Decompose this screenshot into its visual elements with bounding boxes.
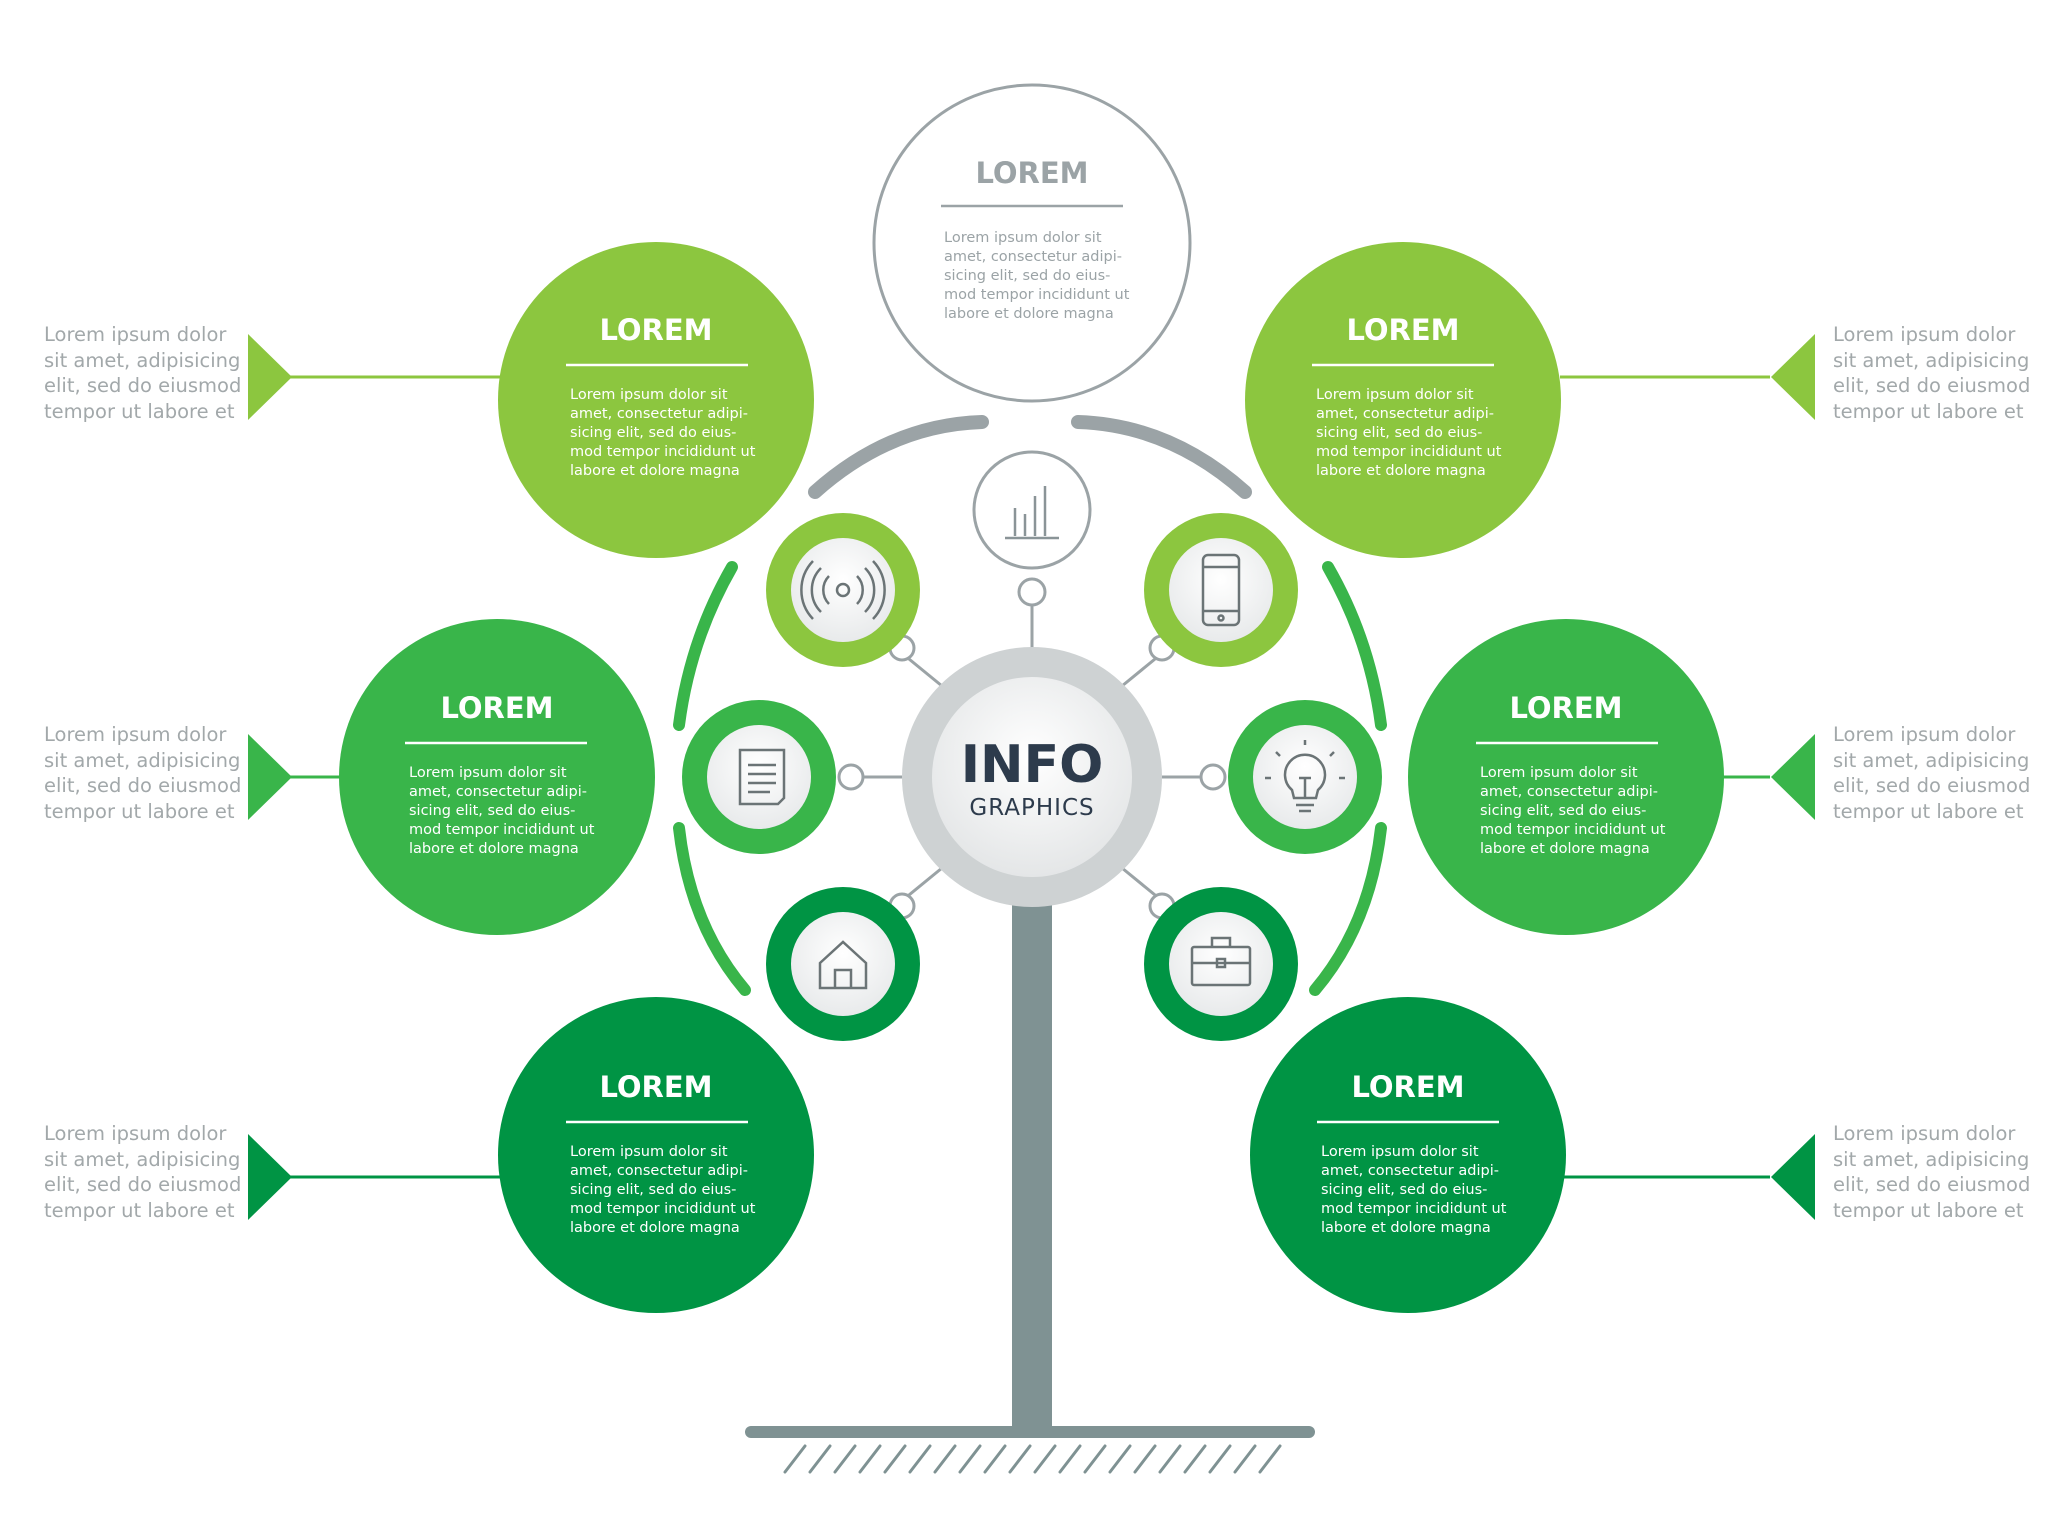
top-bubble-line: mod tempor incididunt ut <box>944 287 1130 303</box>
arc-left-upper <box>673 561 738 731</box>
bubble-top-left: LOREM Lorem ipsum dolor sit amet, consec… <box>498 242 814 558</box>
signal-icon <box>800 560 886 620</box>
arrow-right-1 <box>1771 334 1815 420</box>
side-text-left-middle: Lorem ipsum dolor sit amet, adipisicing … <box>44 723 242 823</box>
lightbulb-icon <box>1265 740 1345 813</box>
side-text-right-middle: Lorem ipsum dolor sit amet, adipisicing … <box>1833 723 2031 823</box>
bubble-bottom-left: LOREM Lorem ipsum dolor sit amet, consec… <box>498 997 814 1313</box>
bubble-line: mod tempor incididunt ut <box>570 444 756 460</box>
bubble-line: Lorem ipsum dolor sit <box>1480 765 1638 781</box>
central-hub: INFO GRAPHICS <box>902 647 1162 907</box>
bubble-line: amet, consectetur adipi- <box>1321 1163 1499 1179</box>
bubble-bottom-right: LOREM Lorem ipsum dolor sit amet, consec… <box>1250 997 1566 1313</box>
ground-line <box>745 1426 1315 1438</box>
bubble-line: mod tempor incididunt ut <box>1321 1201 1507 1217</box>
hub-title: INFO <box>961 735 1104 795</box>
tree-trunk <box>1012 880 1052 1435</box>
arrow-right-2 <box>1771 734 1815 820</box>
top-bubble-title: LOREM <box>975 156 1088 190</box>
bubble-line: sicing elit, sed do eius- <box>1316 425 1482 441</box>
node-smartphone <box>1144 513 1298 667</box>
bubble-mid-left: LOREM Lorem ipsum dolor sit amet, consec… <box>339 619 655 935</box>
bubble-line: Lorem ipsum dolor sit <box>570 1144 728 1160</box>
bubble-line: Lorem ipsum dolor sit <box>1321 1144 1479 1160</box>
bubble-line: Lorem ipsum dolor sit <box>409 765 567 781</box>
arrow-left-1 <box>248 334 292 420</box>
bubble-body: Lorem ipsum dolor sit amet, consectetur … <box>570 387 760 479</box>
arc-left-lower <box>673 822 751 996</box>
hub-subtitle: GRAPHICS <box>969 795 1094 821</box>
bubble-line: amet, consectetur adipi- <box>570 406 748 422</box>
arc-top-right <box>1071 415 1252 499</box>
bubble-line: amet, consectetur adipi- <box>570 1163 748 1179</box>
canopy-arcs <box>673 415 1387 996</box>
side-text-left-bottom: Lorem ipsum dolor sit amet, adipisicing … <box>44 1122 242 1222</box>
home-icon <box>818 940 868 990</box>
document-icon <box>738 748 786 806</box>
bubble-line: mod tempor incididunt ut <box>409 822 595 838</box>
bubble-line: sicing elit, sed do eius- <box>570 1182 736 1198</box>
bubble-line: mod tempor incididunt ut <box>1316 444 1502 460</box>
bubble-line: sicing elit, sed do eius- <box>1321 1182 1487 1198</box>
bubble-line: amet, consectetur adipi- <box>1316 406 1494 422</box>
node-document <box>682 700 836 854</box>
bubble-title: LOREM <box>1346 313 1459 347</box>
bubble-top-right: LOREM Lorem ipsum dolor sit amet, consec… <box>1245 242 1561 558</box>
bubble-mid-right: LOREM Lorem ipsum dolor sit amet, consec… <box>1408 619 1724 935</box>
smartphone-icon <box>1201 553 1241 627</box>
bubble-line: labore et dolore magna <box>1316 463 1486 479</box>
bubble-body: Lorem ipsum dolor sit amet, consectetur … <box>1321 1144 1511 1236</box>
bubble-line: labore et dolore magna <box>1480 841 1650 857</box>
node-briefcase <box>1144 887 1298 1041</box>
bubble-line: labore et dolore magna <box>1321 1220 1491 1236</box>
bubble-line: mod tempor incididunt ut <box>570 1201 756 1217</box>
bubble-line: mod tempor incididunt ut <box>1480 822 1666 838</box>
bubble-body: Lorem ipsum dolor sit amet, consectetur … <box>570 1144 760 1236</box>
node-bar-chart <box>972 450 1092 570</box>
bar-chart-icon <box>1005 486 1059 540</box>
bubble-title: LOREM <box>1351 1070 1464 1104</box>
top-bubble: LOREM Lorem ipsum dolor sit amet, consec… <box>872 83 1192 403</box>
arc-top-left <box>808 415 989 499</box>
bubble-line: labore et dolore magna <box>409 841 579 857</box>
node-signal <box>766 513 920 667</box>
top-bubble-line: sicing elit, sed do eius- <box>944 268 1110 284</box>
bubble-title: LOREM <box>440 691 553 725</box>
side-connectors <box>290 375 1770 1179</box>
top-bubble-body: Lorem ipsum dolor sit amet, consectetur … <box>944 230 1134 322</box>
bubble-line: amet, consectetur adipi- <box>409 784 587 800</box>
side-text-left-top: Lorem ipsum dolor sit amet, adipisicing … <box>44 323 242 423</box>
bubble-body: Lorem ipsum dolor sit amet, consectetur … <box>1480 765 1670 857</box>
bubble-line: amet, consectetur adipi- <box>1480 784 1658 800</box>
node-home <box>766 887 920 1041</box>
bubble-line: labore et dolore magna <box>570 1220 740 1236</box>
bubble-line: Lorem ipsum dolor sit <box>570 387 728 403</box>
top-bubble-line: labore et dolore magna <box>944 306 1114 322</box>
ground-hatch <box>783 1444 1282 1474</box>
arc-right-lower <box>1309 822 1387 996</box>
bubble-body: Lorem ipsum dolor sit amet, consectetur … <box>409 765 599 857</box>
top-bubble-line: amet, consectetur adipi- <box>944 249 1122 265</box>
bubble-line: labore et dolore magna <box>570 463 740 479</box>
bubble-title: LOREM <box>599 313 712 347</box>
briefcase-icon <box>1190 936 1252 987</box>
arc-right-upper <box>1322 561 1387 731</box>
arrow-markers <box>248 334 1815 1220</box>
bubble-line: sicing elit, sed do eius- <box>1480 803 1646 819</box>
side-text-right-top: Lorem ipsum dolor sit amet, adipisicing … <box>1833 323 2031 423</box>
top-bubble-line: Lorem ipsum dolor sit <box>944 230 1102 246</box>
branch-connectors <box>837 577 1227 920</box>
node-lightbulb <box>1228 700 1382 854</box>
bubble-body: Lorem ipsum dolor sit amet, consectetur … <box>1316 387 1506 479</box>
arrow-right-3 <box>1771 1134 1815 1220</box>
bubble-line: sicing elit, sed do eius- <box>409 803 575 819</box>
bubble-line: sicing elit, sed do eius- <box>570 425 736 441</box>
arrow-left-3 <box>248 1134 292 1220</box>
side-text-right-bottom: Lorem ipsum dolor sit amet, adipisicing … <box>1833 1122 2031 1222</box>
bubble-title: LOREM <box>1509 691 1622 725</box>
arrow-left-2 <box>248 734 292 820</box>
bubble-line: Lorem ipsum dolor sit <box>1316 387 1474 403</box>
bubble-title: LOREM <box>599 1070 712 1104</box>
